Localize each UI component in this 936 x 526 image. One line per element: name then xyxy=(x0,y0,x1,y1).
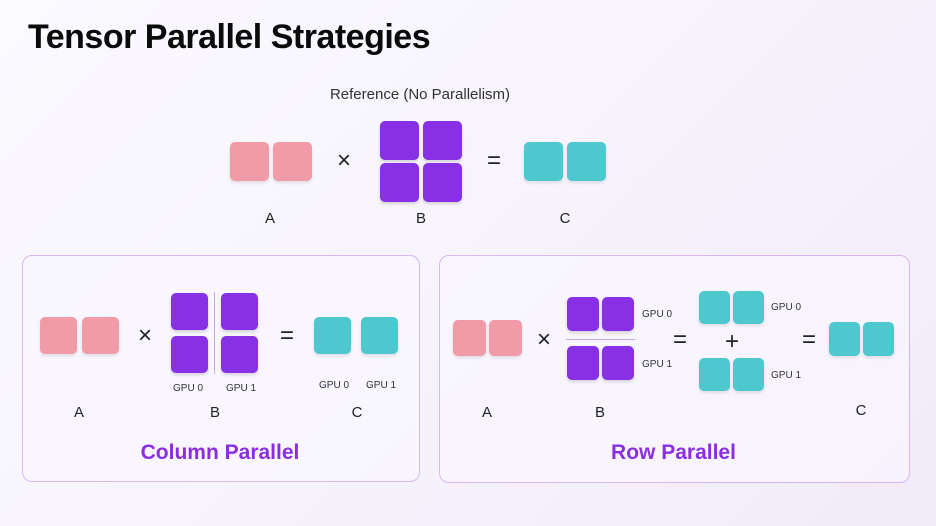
matrix-c-cell xyxy=(829,322,860,356)
matrix-a-cell xyxy=(489,320,522,356)
gpu-label: GPU 0 xyxy=(319,380,350,391)
multiply-operator: × xyxy=(536,326,551,353)
reference-subtitle: Reference (No Parallelism) xyxy=(329,86,511,103)
label-b: B xyxy=(209,404,220,421)
matrix-b-cell xyxy=(221,293,258,330)
matrix-b-cell xyxy=(221,336,258,373)
matrix-a-cell xyxy=(82,317,119,354)
matrix-c-cell xyxy=(314,317,351,354)
column-split-divider xyxy=(214,292,215,374)
matrix-c-cell xyxy=(863,322,894,356)
partial-c-cell xyxy=(699,291,730,324)
label-a: A xyxy=(481,404,492,421)
gpu-label: GPU 0 xyxy=(173,383,204,394)
label-b: B xyxy=(594,404,605,421)
matrix-b-cell xyxy=(380,121,419,160)
column-parallel-title: Column Parallel xyxy=(140,441,300,464)
gpu-label: GPU 1 xyxy=(642,359,673,370)
label-c: C xyxy=(559,210,571,227)
partial-c-cell xyxy=(699,358,730,391)
matrix-c-cell xyxy=(567,142,606,181)
matrix-b-cell xyxy=(171,336,208,373)
gpu-label: GPU 0 xyxy=(642,309,673,320)
matrix-a-cell xyxy=(230,142,269,181)
gpu-label: GPU 1 xyxy=(226,383,257,394)
matrix-a-cell xyxy=(40,317,77,354)
row-split-divider xyxy=(566,339,635,340)
matrix-b-cell xyxy=(567,346,599,380)
matrix-a-cell xyxy=(453,320,486,356)
equals-operator: = xyxy=(801,326,816,353)
gpu-label: GPU 0 xyxy=(771,302,802,313)
label-b: B xyxy=(415,210,426,227)
label-a: A xyxy=(73,404,84,421)
matrix-a-cell xyxy=(273,142,312,181)
page-title: Tensor Parallel Strategies xyxy=(28,18,431,56)
matrix-b-cell xyxy=(380,163,419,202)
plus-operator: + xyxy=(724,328,739,355)
equals-operator: = xyxy=(672,326,687,353)
equals-operator: = xyxy=(486,147,501,174)
label-c: C xyxy=(351,404,363,421)
matrix-b-cell xyxy=(602,297,634,331)
equals-operator: = xyxy=(279,322,294,349)
label-c: C xyxy=(855,402,867,419)
matrix-c-cell xyxy=(361,317,398,354)
row-parallel-title: Row Parallel xyxy=(611,441,736,464)
gpu-label: GPU 1 xyxy=(771,370,802,381)
partial-c-cell xyxy=(733,291,764,324)
row-parallel-panel xyxy=(439,255,910,483)
label-a: A xyxy=(264,210,275,227)
matrix-b-cell xyxy=(567,297,599,331)
matrix-c-cell xyxy=(524,142,563,181)
partial-c-cell xyxy=(733,358,764,391)
matrix-b-cell xyxy=(423,121,462,160)
matrix-b-cell xyxy=(171,293,208,330)
gpu-label: GPU 1 xyxy=(366,380,397,391)
matrix-b-cell xyxy=(423,163,462,202)
multiply-operator: × xyxy=(336,147,351,174)
multiply-operator: × xyxy=(137,322,152,349)
matrix-b-cell xyxy=(602,346,634,380)
